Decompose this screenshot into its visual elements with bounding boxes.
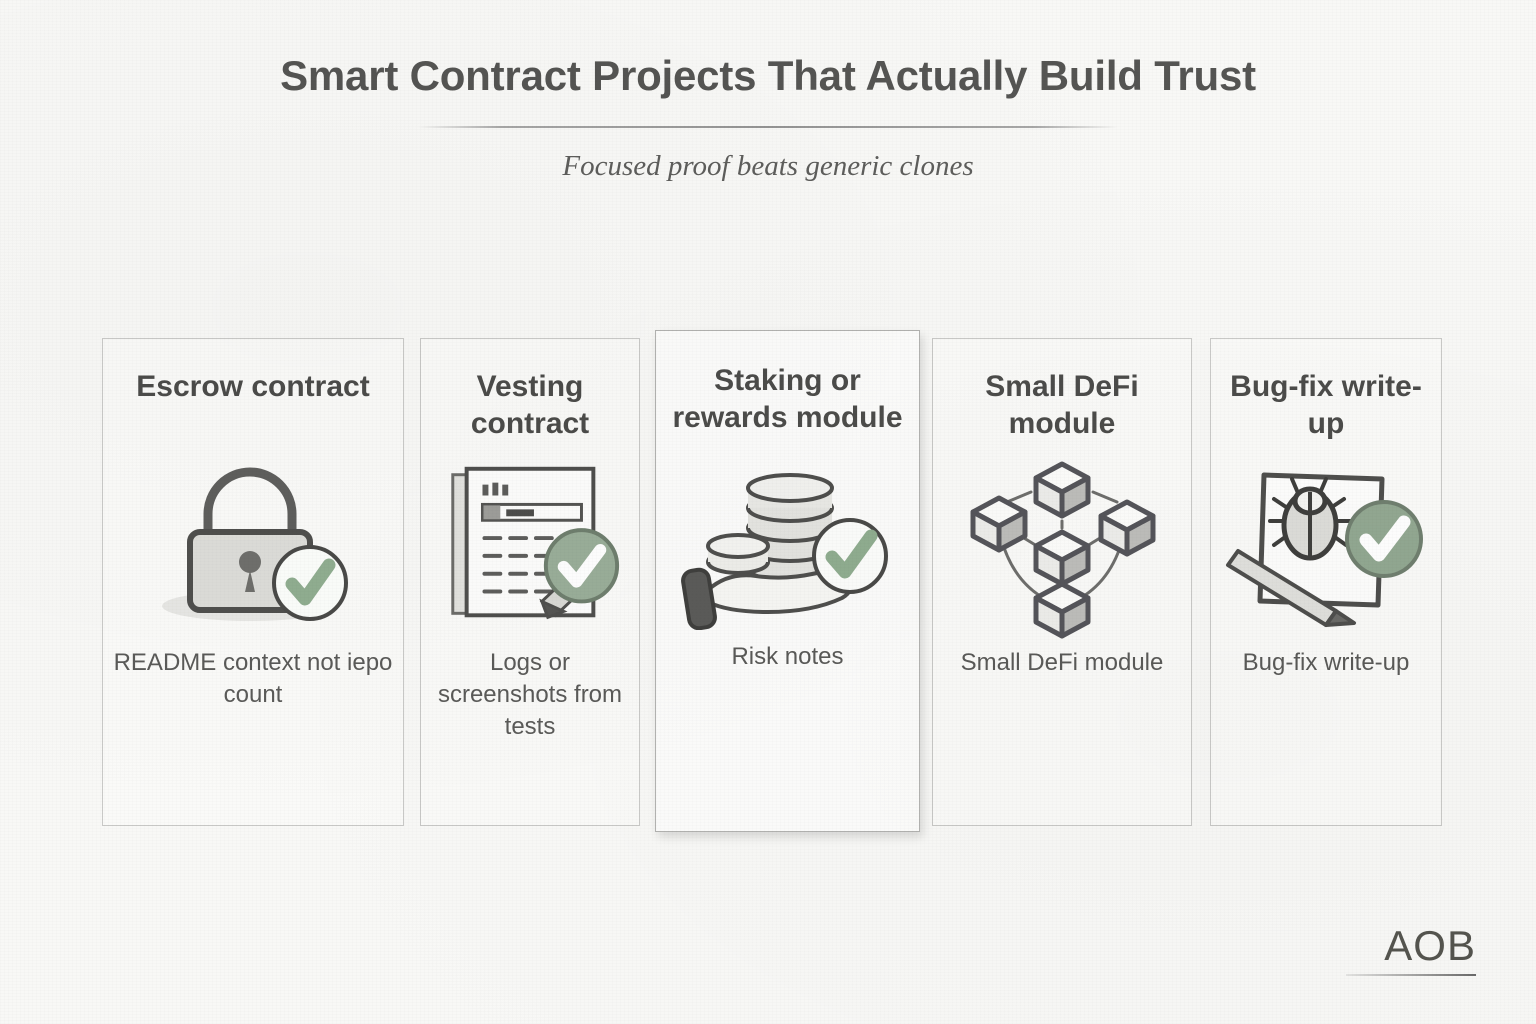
card-caption: Logs or screenshots from tests (437, 649, 623, 741)
card-caption: Small DeFi module (960, 649, 1164, 676)
card-vesting-contract[interactable]: Vesting contract (420, 338, 640, 826)
card-title: Vesting contract (470, 370, 590, 440)
footer-brand: AOB (1346, 922, 1476, 976)
card-staking-rewards-module[interactable]: Staking or rewards module (655, 330, 920, 832)
card-bug-fix-write-up[interactable]: Bug-fix write-up Bug-fix wr (1210, 338, 1442, 826)
title-divider (418, 126, 1118, 128)
blockchain-cubes-icon (943, 451, 1181, 641)
card-title: Escrow contract (136, 370, 370, 403)
header: Smart Contract Projects That Actually Bu… (0, 0, 1536, 183)
bug-paper-pencil-check-icon (1221, 451, 1431, 641)
card-caption: README context not iepo count (113, 649, 393, 709)
padlock-check-icon (113, 451, 393, 641)
card-title: Staking or rewards module (672, 364, 903, 434)
cards-row: Escrow contract README context not iepo … (100, 330, 1442, 850)
document-pencil-check-icon (431, 451, 629, 641)
card-caption: Bug-fix write-up (1242, 649, 1410, 676)
page-title: Smart Contract Projects That Actually Bu… (280, 52, 1256, 99)
card-title: Bug-fix write-up (1230, 370, 1422, 440)
card-caption: Risk notes (731, 643, 844, 670)
card-small-defi-module[interactable]: Small DeFi module (932, 338, 1192, 826)
brand-underline (1346, 974, 1476, 976)
card-title: Small DeFi module (985, 370, 1139, 440)
hand-coins-check-icon (666, 445, 909, 635)
page-subtitle: Focused proof beats generic clones (562, 150, 974, 182)
brand-label: AOB (1384, 922, 1476, 969)
card-escrow-contract[interactable]: Escrow contract README context not iepo … (102, 338, 404, 826)
